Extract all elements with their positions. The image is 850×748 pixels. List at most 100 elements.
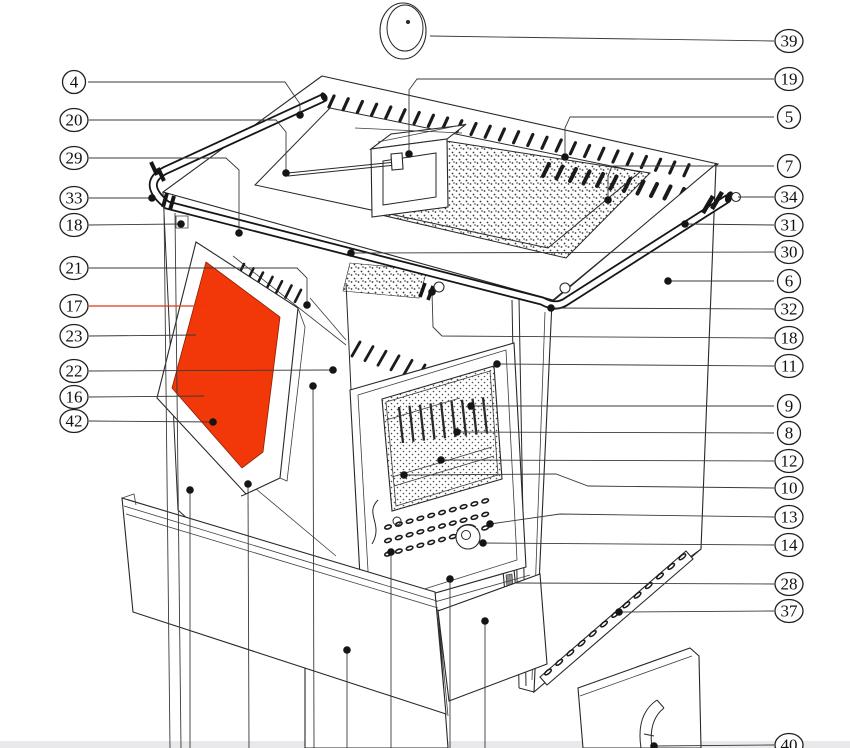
callout-29-left: 29 xyxy=(59,145,89,171)
callout-label-40-bottom: 40 xyxy=(781,736,798,748)
callout-19-right: 19 xyxy=(774,66,804,92)
callout-label-14-right: 14 xyxy=(781,536,799,555)
leader-19-right xyxy=(405,78,774,158)
trim-strip-perforations xyxy=(543,553,687,676)
leader-10-right xyxy=(400,471,775,489)
leader-23-left xyxy=(88,334,197,337)
callout-label-21-left: 21 xyxy=(66,259,83,278)
callout-23-left: 23 xyxy=(59,323,89,349)
callout-label-37-right: 37 xyxy=(781,602,799,621)
callout-42-left: 42 xyxy=(59,408,89,434)
callout-14-right: 14 xyxy=(774,532,804,558)
callout-label-32-right: 32 xyxy=(781,300,798,319)
callout-label-18-left: 18 xyxy=(66,216,83,235)
callout-label-13-right: 13 xyxy=(781,508,798,527)
callout-label-19-right: 19 xyxy=(781,70,798,89)
cutoff-leader-7 xyxy=(446,575,454,748)
callout-label-11-right: 11 xyxy=(781,357,797,376)
grate-bars xyxy=(397,397,489,444)
callout-21-left: 21 xyxy=(59,255,89,281)
rear-baffle-panel xyxy=(577,647,702,748)
callout-label-30-right: 30 xyxy=(781,243,798,262)
side-door-open xyxy=(156,241,306,495)
damper-rod xyxy=(287,152,404,177)
flue-disc xyxy=(379,2,427,60)
cutoff-leader-6 xyxy=(387,548,395,748)
leader-4-left xyxy=(88,81,304,119)
callout-5-right: 5 xyxy=(776,104,802,130)
leader-18-right xyxy=(428,288,775,339)
callout-12-right: 12 xyxy=(774,448,804,474)
callout-18-right: 18 xyxy=(774,325,804,351)
callout-16-left: 16 xyxy=(59,384,89,410)
leader-39-right xyxy=(429,35,775,42)
cutoff-leader-3 xyxy=(244,480,252,748)
convection-slats-left xyxy=(236,262,303,304)
callout-28-right: 28 xyxy=(774,571,804,597)
callout-22-left: 22 xyxy=(59,358,89,384)
callout-label-4-left: 4 xyxy=(70,73,79,92)
callout-20-left: 20 xyxy=(59,107,89,133)
callout-37-right: 37 xyxy=(774,598,804,624)
leader-6-right xyxy=(664,277,774,285)
leader-29-left xyxy=(89,157,243,237)
cutoff-leader-5 xyxy=(343,646,351,748)
leader-33-left xyxy=(89,194,156,202)
cutoff-leader-0 xyxy=(163,205,171,748)
callout-31-right: 31 xyxy=(774,212,804,238)
leader-11-right xyxy=(493,360,775,368)
leader-9-right xyxy=(467,402,774,410)
leader-13-right xyxy=(486,513,775,528)
callout-label-22-left: 22 xyxy=(66,362,83,381)
leader-18-left xyxy=(88,220,185,228)
callout-bubbles: 4 20 29 33 18 21 17 23 22 16 42 39 19 5 7 34 31 30 6 32 18 11… xyxy=(59,28,804,748)
leader-40-bottom xyxy=(650,742,775,748)
callout-label-23-left: 23 xyxy=(66,327,83,346)
callout-18-left: 18 xyxy=(59,212,89,238)
callout-32-right: 32 xyxy=(774,296,804,322)
cutoff-leader-2 xyxy=(186,486,194,748)
leader-31-right xyxy=(681,220,775,228)
leader-30-right xyxy=(347,249,775,257)
callout-6-right: 6 xyxy=(776,268,802,294)
leader-5-right xyxy=(561,116,774,161)
callout-label-33-left: 33 xyxy=(66,189,83,208)
callout-label-42-left: 42 xyxy=(66,412,83,431)
leader-37-right xyxy=(615,608,775,616)
callout-11-right: 11 xyxy=(774,353,804,379)
callout-10-right: 10 xyxy=(774,475,804,501)
cutoff-leader-lines xyxy=(163,205,489,748)
callout-label-8-right: 8 xyxy=(785,424,794,443)
leader-8-right xyxy=(453,428,775,436)
callout-label-31-right: 31 xyxy=(781,216,798,235)
callout-label-7-right: 7 xyxy=(785,157,794,176)
callout-label-20-left: 20 xyxy=(66,111,83,130)
callout-label-28-right: 28 xyxy=(781,575,798,594)
callout-label-17-left: 17 xyxy=(66,297,84,316)
cutoff-leader-1 xyxy=(174,212,182,748)
leader-16-left xyxy=(88,395,205,398)
cutoff-leader-4 xyxy=(309,382,317,748)
leader-22-left xyxy=(88,366,337,374)
callout-label-18-right: 18 xyxy=(781,329,798,348)
leader-21-left xyxy=(89,267,311,309)
callout-label-5-right: 5 xyxy=(785,108,794,127)
leader-20-left xyxy=(89,119,290,177)
leader-42-left xyxy=(88,418,217,426)
callout-30-right: 30 xyxy=(774,239,804,265)
callout-label-12-right: 12 xyxy=(781,452,798,471)
callout-40-bottom: 40 xyxy=(774,732,804,748)
callout-label-34-right: 34 xyxy=(781,188,799,207)
leader-7-right xyxy=(604,165,774,204)
callout-label-6-right: 6 xyxy=(785,272,794,291)
callout-9-right: 9 xyxy=(776,393,802,419)
oven-box xyxy=(354,123,467,218)
callout-13-right: 13 xyxy=(774,504,804,530)
leader-28-right xyxy=(515,582,775,585)
leader-14-right xyxy=(479,539,775,547)
leader-lines xyxy=(88,35,775,748)
callout-39-right: 39 xyxy=(774,28,804,54)
callout-label-39-right: 39 xyxy=(781,32,798,51)
